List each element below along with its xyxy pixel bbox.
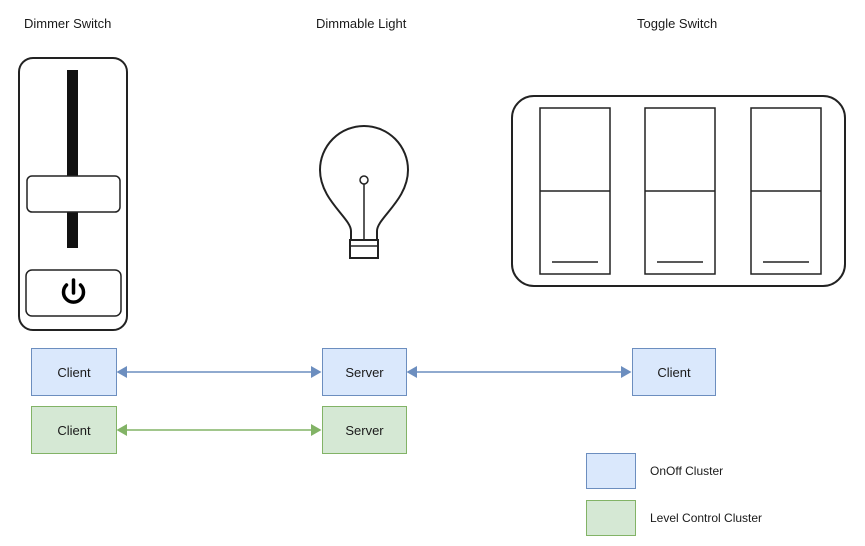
dimmable-light-title: Dimmable Light	[316, 16, 407, 31]
toggle-switch-title: Toggle Switch	[637, 16, 718, 31]
legend-level-label: Level Control Cluster	[650, 511, 763, 525]
toggle-rocker-3	[750, 107, 822, 275]
legend-onoff-swatch	[586, 453, 636, 489]
light-onoff-server: Server	[322, 348, 407, 396]
dimmer-level-client: Client	[31, 406, 117, 454]
legend-onoff-label: OnOff Cluster	[650, 464, 724, 478]
toggle-rocker-2	[644, 107, 716, 275]
legend-level-swatch	[586, 500, 636, 536]
dimmer-slider-handle	[26, 175, 121, 213]
dimmer-switch-device	[18, 57, 128, 331]
light-level-server: Server	[322, 406, 407, 454]
toggle-onoff-client: Client	[632, 348, 716, 396]
dimmer-switch-title: Dimmer Switch	[24, 16, 112, 31]
toggle-rocker-1	[539, 107, 611, 275]
toggle-switch-device	[511, 95, 846, 287]
dimmer-onoff-client: Client	[31, 348, 117, 396]
light-bulb-icon	[318, 125, 410, 259]
power-icon	[61, 278, 86, 304]
